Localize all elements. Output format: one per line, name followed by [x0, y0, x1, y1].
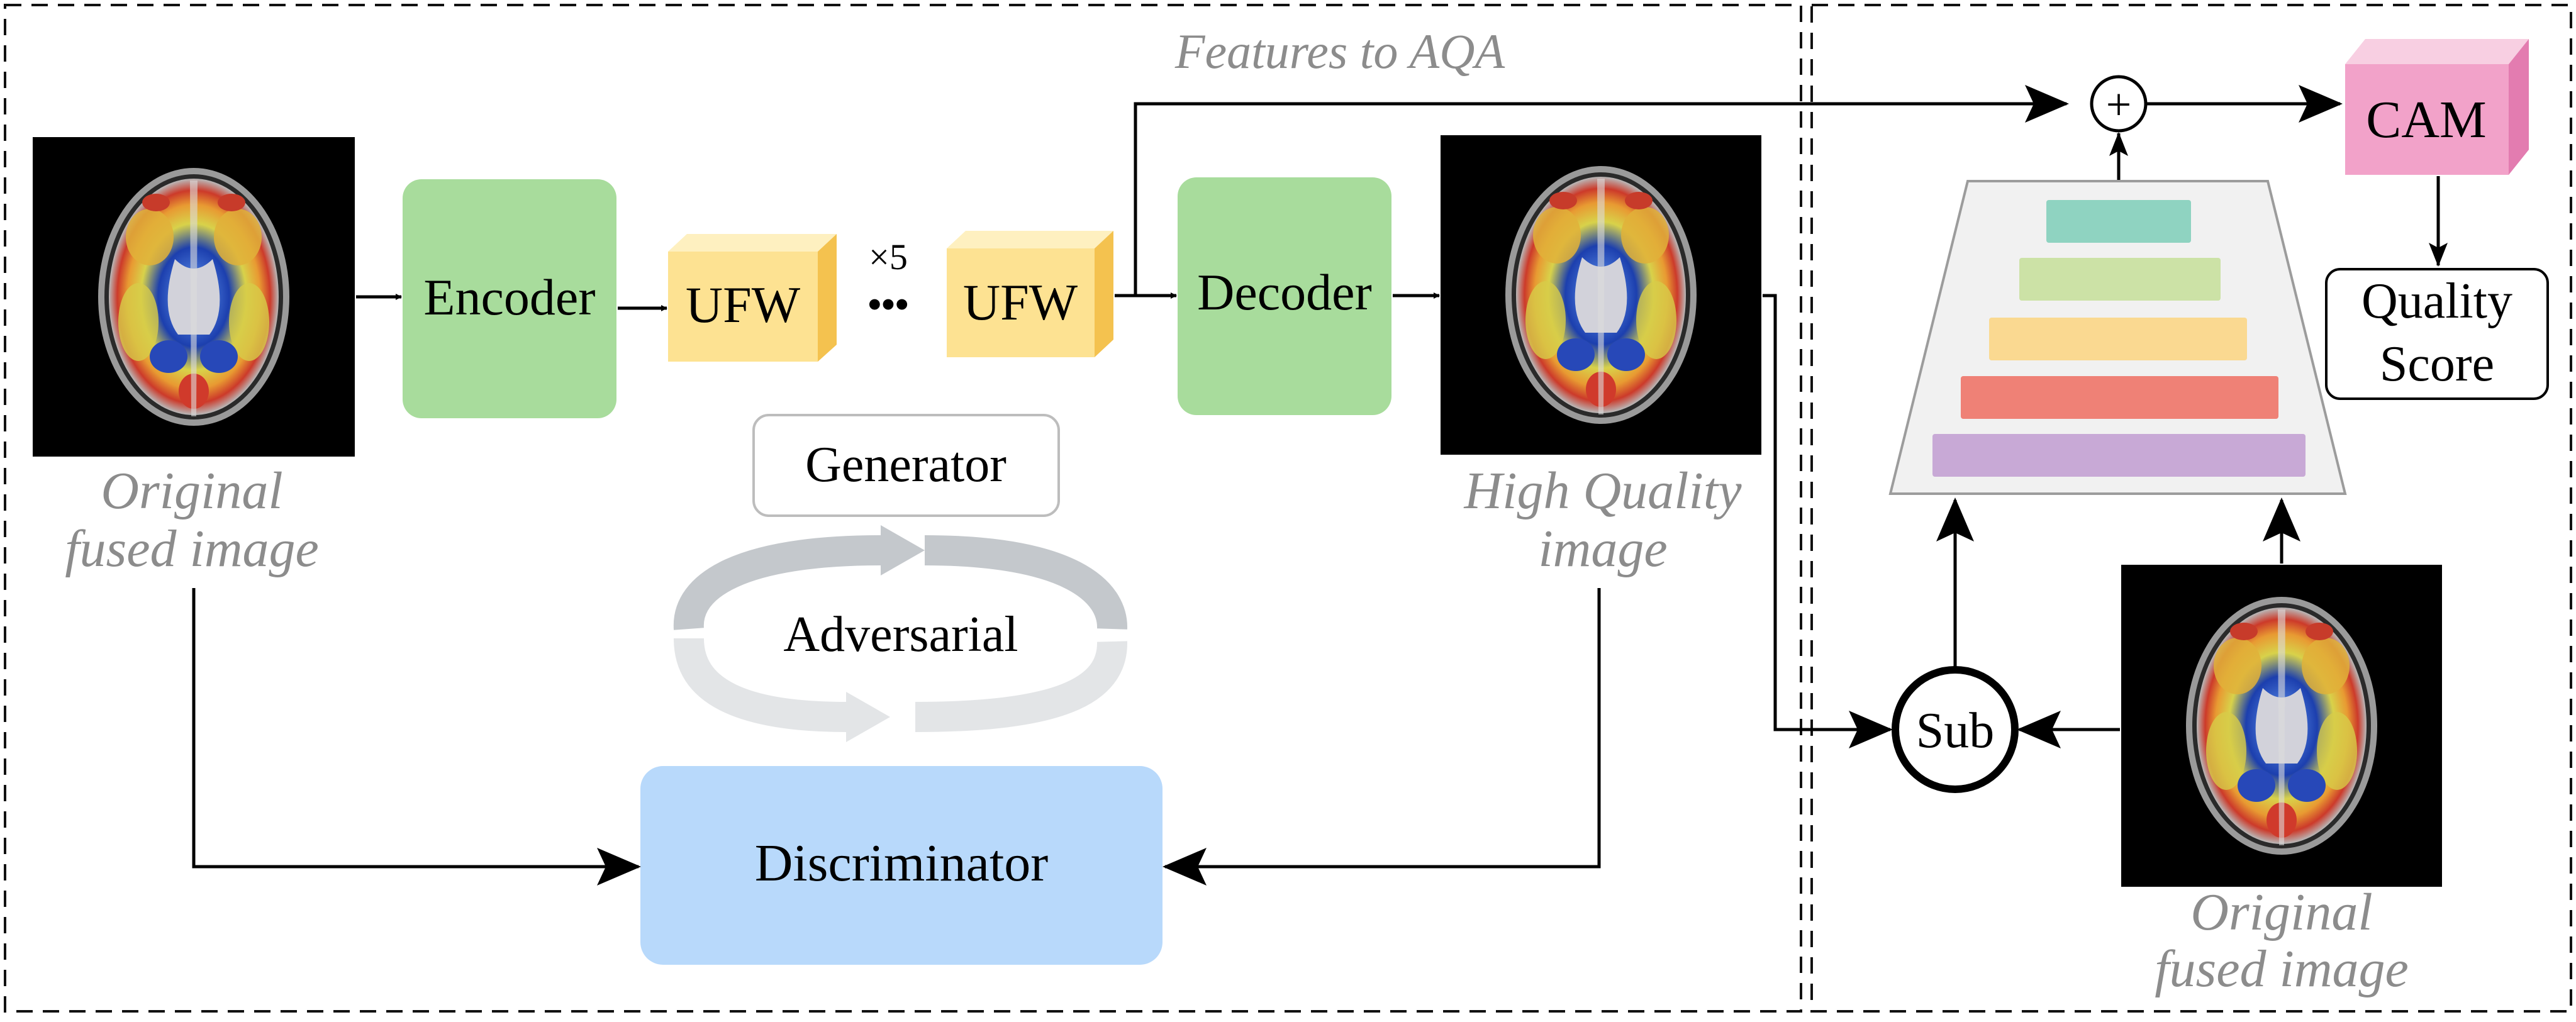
adversarial-arc-right [924, 535, 1127, 630]
discriminator-label: Discriminator [755, 834, 1049, 892]
adversarial-arc-left [674, 637, 847, 732]
left-panel-border [4, 4, 1802, 1013]
quality-score-line1: Quality [2361, 274, 2512, 329]
right-caption-line1: Original [2190, 883, 2372, 941]
right-caption-line2: fused image [2155, 940, 2409, 998]
ufw-block-1 [668, 234, 837, 362]
adversarial-arc-bottom [915, 641, 1127, 732]
ufw-label-1: UFW [686, 276, 801, 333]
input-brain-image [98, 168, 289, 426]
repeat-label: ×5 [869, 236, 908, 277]
ufw-label-2: UFW [963, 274, 1078, 331]
decoder-block [1178, 177, 1391, 415]
output-brain-image [1505, 166, 1697, 424]
adversarial-arrowhead-top [881, 525, 925, 575]
generator-label: Generator [805, 437, 1006, 492]
features-to-aqa-line [1134, 85, 2069, 296]
generator-box [752, 414, 1060, 517]
pyramid-layer-3 [1989, 318, 2247, 360]
arrow-output-to-sub [1763, 294, 1893, 748]
arrow-output-to-discriminator [1163, 588, 1601, 886]
sub-node [1892, 666, 2019, 793]
encoder-block [403, 179, 616, 418]
adversarial-arrowhead-bottom [846, 692, 890, 742]
quality-score-box [2325, 268, 2549, 400]
cam-label: CAM [2366, 91, 2486, 149]
ufw-block-2 [947, 231, 1113, 357]
adversarial-label: Adversarial [783, 607, 1018, 662]
output-caption-line1: High Quality [1464, 462, 1742, 520]
discriminator-block [640, 766, 1163, 965]
input-caption-line1: Original [101, 462, 282, 520]
plus-label: + [2106, 79, 2132, 130]
pyramid-layer-5 [1932, 434, 2306, 477]
decoder-label: Decoder [1197, 264, 1372, 321]
cam-block [2345, 39, 2529, 175]
input-caption-line2: fused image [65, 519, 319, 578]
features-to-aqa-caption: Features to AQA [1174, 24, 1505, 79]
output-caption-line2: image [1538, 519, 1667, 578]
encoder-label: Encoder [423, 269, 595, 326]
pyramid-layer-1 [2046, 200, 2191, 243]
sub-label: Sub [1916, 703, 1995, 758]
ellipsis-dots: ••• [867, 284, 908, 326]
arrow-input-to-discriminator [192, 588, 641, 886]
right-panel-border [1810, 4, 2572, 1013]
pyramid-layer-2 [2019, 258, 2221, 301]
pyramid-layer-4 [1961, 376, 2278, 419]
quality-score-line2: Score [2380, 336, 2494, 392]
adversarial-arc-top [673, 535, 881, 630]
right-brain-image [2186, 597, 2377, 855]
